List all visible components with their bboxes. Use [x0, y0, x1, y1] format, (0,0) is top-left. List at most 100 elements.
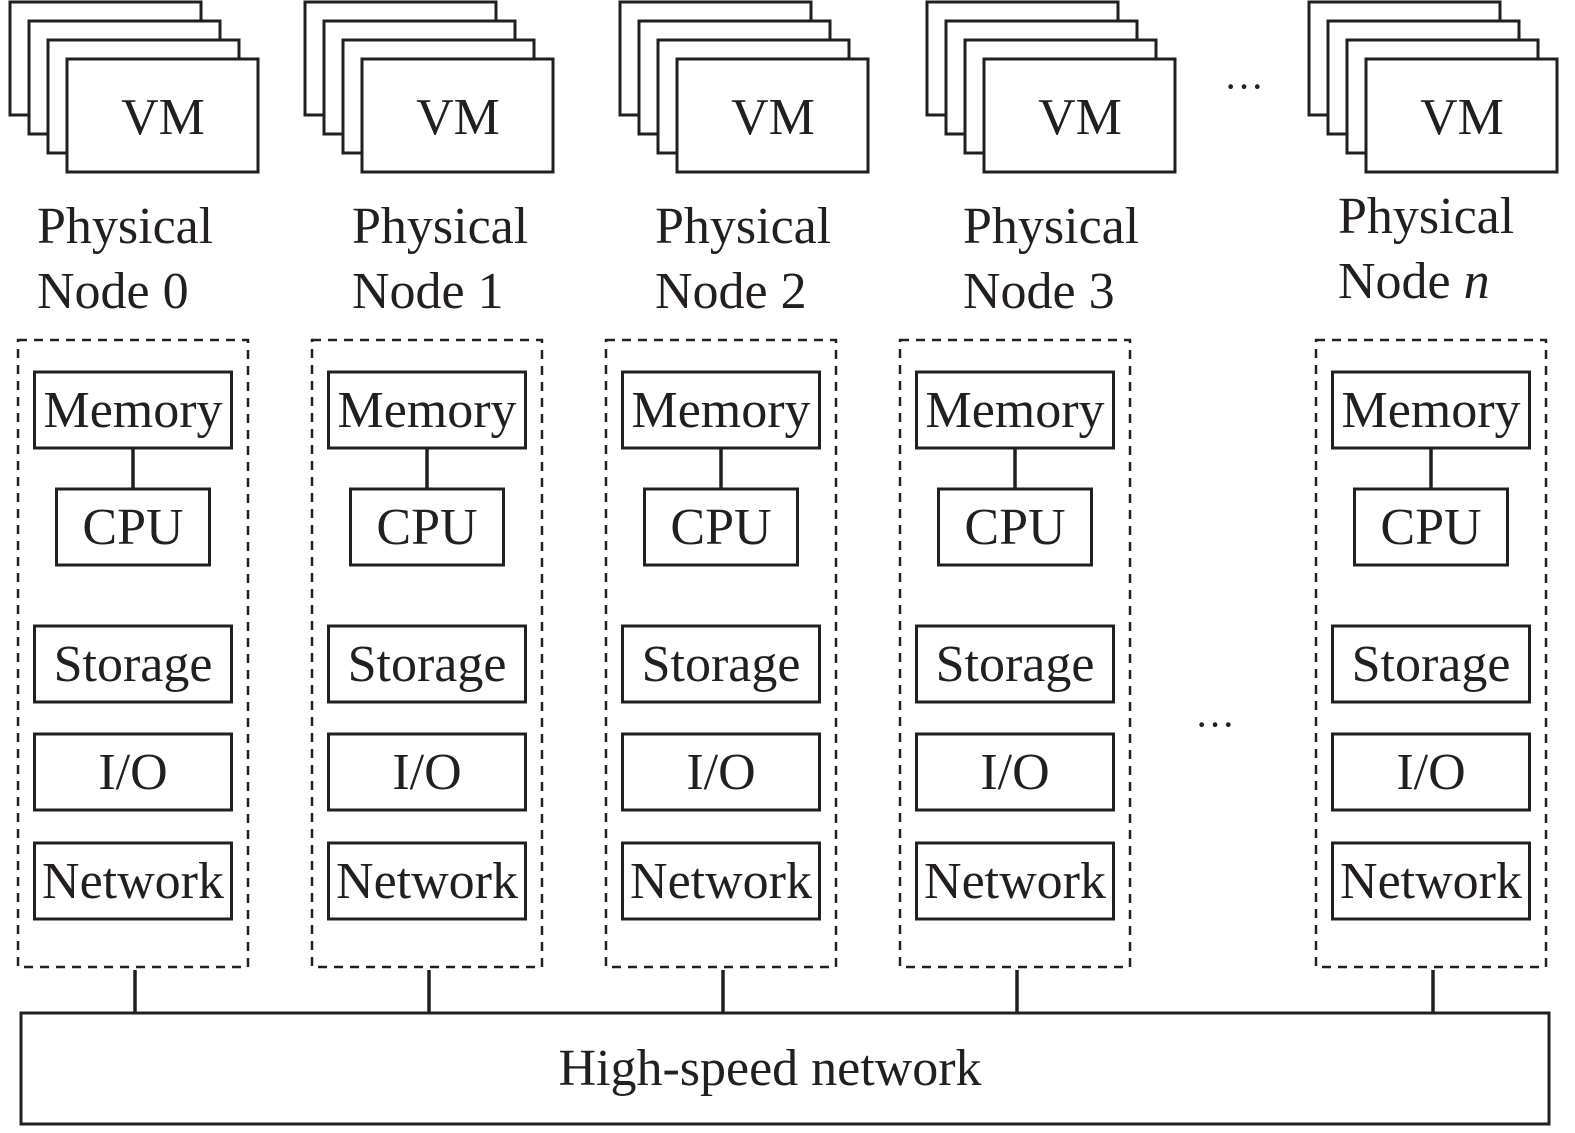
cpu-box-label: CPU — [964, 499, 1065, 556]
storage-box-frame — [33, 624, 233, 704]
io-box: I/O — [1331, 732, 1531, 812]
hardware-container — [1314, 338, 1548, 969]
network-box: Network — [33, 841, 233, 921]
node-label-line1: Physical — [1338, 188, 1514, 245]
network-box-frame — [327, 841, 527, 921]
cpu-box-label: CPU — [670, 499, 771, 556]
vm-card-4-3 — [1364, 57, 1559, 174]
network-box: Network — [1331, 841, 1531, 921]
node-label-prefix: Node — [963, 263, 1089, 320]
memory-box-label: Memory — [43, 382, 222, 439]
io-box-label: I/O — [686, 744, 755, 801]
network-box: Network — [621, 841, 821, 921]
network-box-label: Network — [630, 853, 812, 910]
hardware-container — [898, 338, 1132, 969]
io-box-label: I/O — [1396, 744, 1465, 801]
memory-box: Memory — [621, 370, 821, 450]
node-label-line1: Physical — [655, 198, 831, 255]
memory-box-label: Memory — [925, 382, 1104, 439]
node-label-line2: Node 3 — [963, 263, 1115, 320]
storage-box: Storage — [621, 624, 821, 704]
memory-box-frame — [1331, 370, 1531, 450]
high-speed-network-box — [19, 1011, 1551, 1126]
network-box-label: Network — [924, 853, 1106, 910]
vm-label: VM — [1038, 89, 1122, 146]
hardware-container — [604, 338, 838, 969]
storage-box: Storage — [33, 624, 233, 704]
storage-box: Storage — [915, 624, 1115, 704]
storage-box: Storage — [1331, 624, 1531, 704]
ellipsis-top: ··· — [1224, 64, 1264, 109]
cpu-box-frame — [349, 487, 505, 567]
memory-box-label: Memory — [337, 382, 516, 439]
io-box: I/O — [33, 732, 233, 812]
cpu-box-frame — [937, 487, 1093, 567]
node-label-prefix: Node — [1338, 253, 1464, 310]
storage-box-label: Storage — [348, 636, 507, 693]
network-box-frame — [33, 841, 233, 921]
cpu-box: CPU — [349, 487, 505, 567]
high-speed-network-label: High-speed network — [558, 1040, 981, 1097]
storage-box-label: Storage — [642, 636, 801, 693]
hardware-container — [16, 338, 250, 969]
memory-box-frame — [327, 370, 527, 450]
network-box-frame — [1331, 841, 1531, 921]
node-label-index: n — [1464, 253, 1490, 310]
node-label-index: 1 — [478, 263, 504, 320]
storage-box-frame — [1331, 624, 1531, 704]
io-box-label: I/O — [980, 744, 1049, 801]
storage-box-label: Storage — [54, 636, 213, 693]
io-box-frame — [33, 732, 233, 812]
storage-box-frame — [621, 624, 821, 704]
node-label-line2: Node 2 — [655, 263, 807, 320]
storage-box-frame — [327, 624, 527, 704]
vm-label: VM — [731, 89, 815, 146]
io-box-label: I/O — [392, 744, 461, 801]
hardware-container — [310, 338, 544, 969]
cpu-box: CPU — [55, 487, 211, 567]
storage-box-label: Storage — [936, 636, 1095, 693]
memory-box: Memory — [915, 370, 1115, 450]
memory-box-label: Memory — [631, 382, 810, 439]
storage-box: Storage — [327, 624, 527, 704]
io-box-frame — [915, 732, 1115, 812]
high-speed-network: High-speed network — [19, 1011, 1551, 1126]
node-label-prefix: Node — [352, 263, 478, 320]
ellipsis-middle: ··· — [1195, 702, 1235, 747]
cpu-box-label: CPU — [1380, 499, 1481, 556]
memory-box-label: Memory — [1341, 382, 1520, 439]
node-label-prefix: Node — [37, 263, 163, 320]
memory-box: Memory — [327, 370, 527, 450]
cpu-box-label: CPU — [82, 499, 183, 556]
node-label-line1: Physical — [963, 198, 1139, 255]
node-label-line2: Node 0 — [37, 263, 189, 320]
node-label-index: 2 — [781, 263, 807, 320]
vm-label: VM — [416, 89, 500, 146]
network-box-frame — [915, 841, 1115, 921]
cpu-box-label: CPU — [376, 499, 477, 556]
memory-box-frame — [33, 370, 233, 450]
cpu-box-frame — [1353, 487, 1509, 567]
cpu-box: CPU — [1353, 487, 1509, 567]
io-box-frame — [327, 732, 527, 812]
node-label-line2: Node 1 — [352, 263, 504, 320]
storage-box-frame — [915, 624, 1115, 704]
io-box-frame — [1331, 732, 1531, 812]
io-box: I/O — [915, 732, 1115, 812]
node-label-line1: Physical — [37, 198, 213, 255]
node-label-prefix: Node — [655, 263, 781, 320]
network-box: Network — [327, 841, 527, 921]
vm-card-3-3 — [982, 57, 1177, 174]
vm-card-1-3 — [360, 57, 555, 174]
node-label-line1: Physical — [352, 198, 528, 255]
io-box-frame — [621, 732, 821, 812]
node-label-index: 0 — [163, 263, 189, 320]
memory-box-frame — [621, 370, 821, 450]
